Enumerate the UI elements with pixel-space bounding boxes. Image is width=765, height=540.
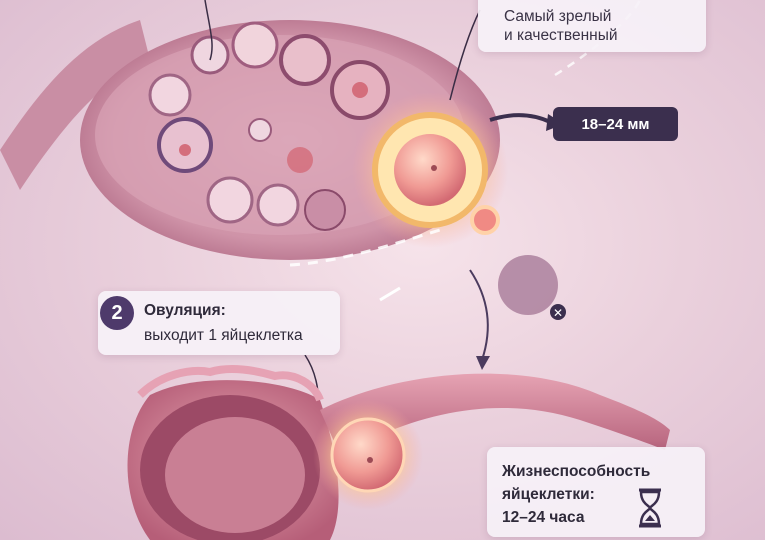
hourglass-icon xyxy=(639,488,661,528)
tube-egg-nucleus xyxy=(367,457,373,463)
motion-arrow xyxy=(289,228,441,267)
ligament xyxy=(0,20,150,190)
mature-follicle-card: Самый зрелый и качественный xyxy=(478,0,706,52)
viability-card xyxy=(487,447,705,537)
ovulation-title: Овуляция: xyxy=(144,302,226,319)
tube-inner xyxy=(165,417,305,533)
descent-arrow-head xyxy=(476,356,490,370)
viability-line-2: яйцеклетки: xyxy=(502,486,595,503)
degenerating-follicle xyxy=(498,255,558,315)
leader-line-2 xyxy=(204,0,213,61)
fimbriae xyxy=(137,365,324,402)
close-icon-bg xyxy=(550,304,566,320)
leader-line xyxy=(449,9,481,101)
descent-arrow xyxy=(469,269,489,361)
egg-nucleus xyxy=(431,165,437,171)
ovulation-card xyxy=(98,291,340,355)
viability-line-3: 12–24 часа xyxy=(502,509,585,526)
close-icon: ✕ xyxy=(553,306,563,320)
motion-arrow-3 xyxy=(379,286,401,302)
ovulation-subtitle: выходит 1 яйцеклетка xyxy=(144,327,303,344)
mature-line-2: и качественный xyxy=(504,27,618,44)
size-badge: 18–24 мм xyxy=(553,107,678,141)
follicles xyxy=(148,21,390,231)
step-number: 2 xyxy=(100,296,134,330)
released-cell xyxy=(470,205,500,235)
arrow-icon xyxy=(489,113,551,124)
viability-line-1: Жизнеспособность xyxy=(502,463,651,480)
fallopian-tube xyxy=(320,373,670,455)
mature-egg xyxy=(394,134,466,206)
tube-egg xyxy=(330,417,406,493)
mature-line-1: Самый зрелый xyxy=(504,8,612,25)
